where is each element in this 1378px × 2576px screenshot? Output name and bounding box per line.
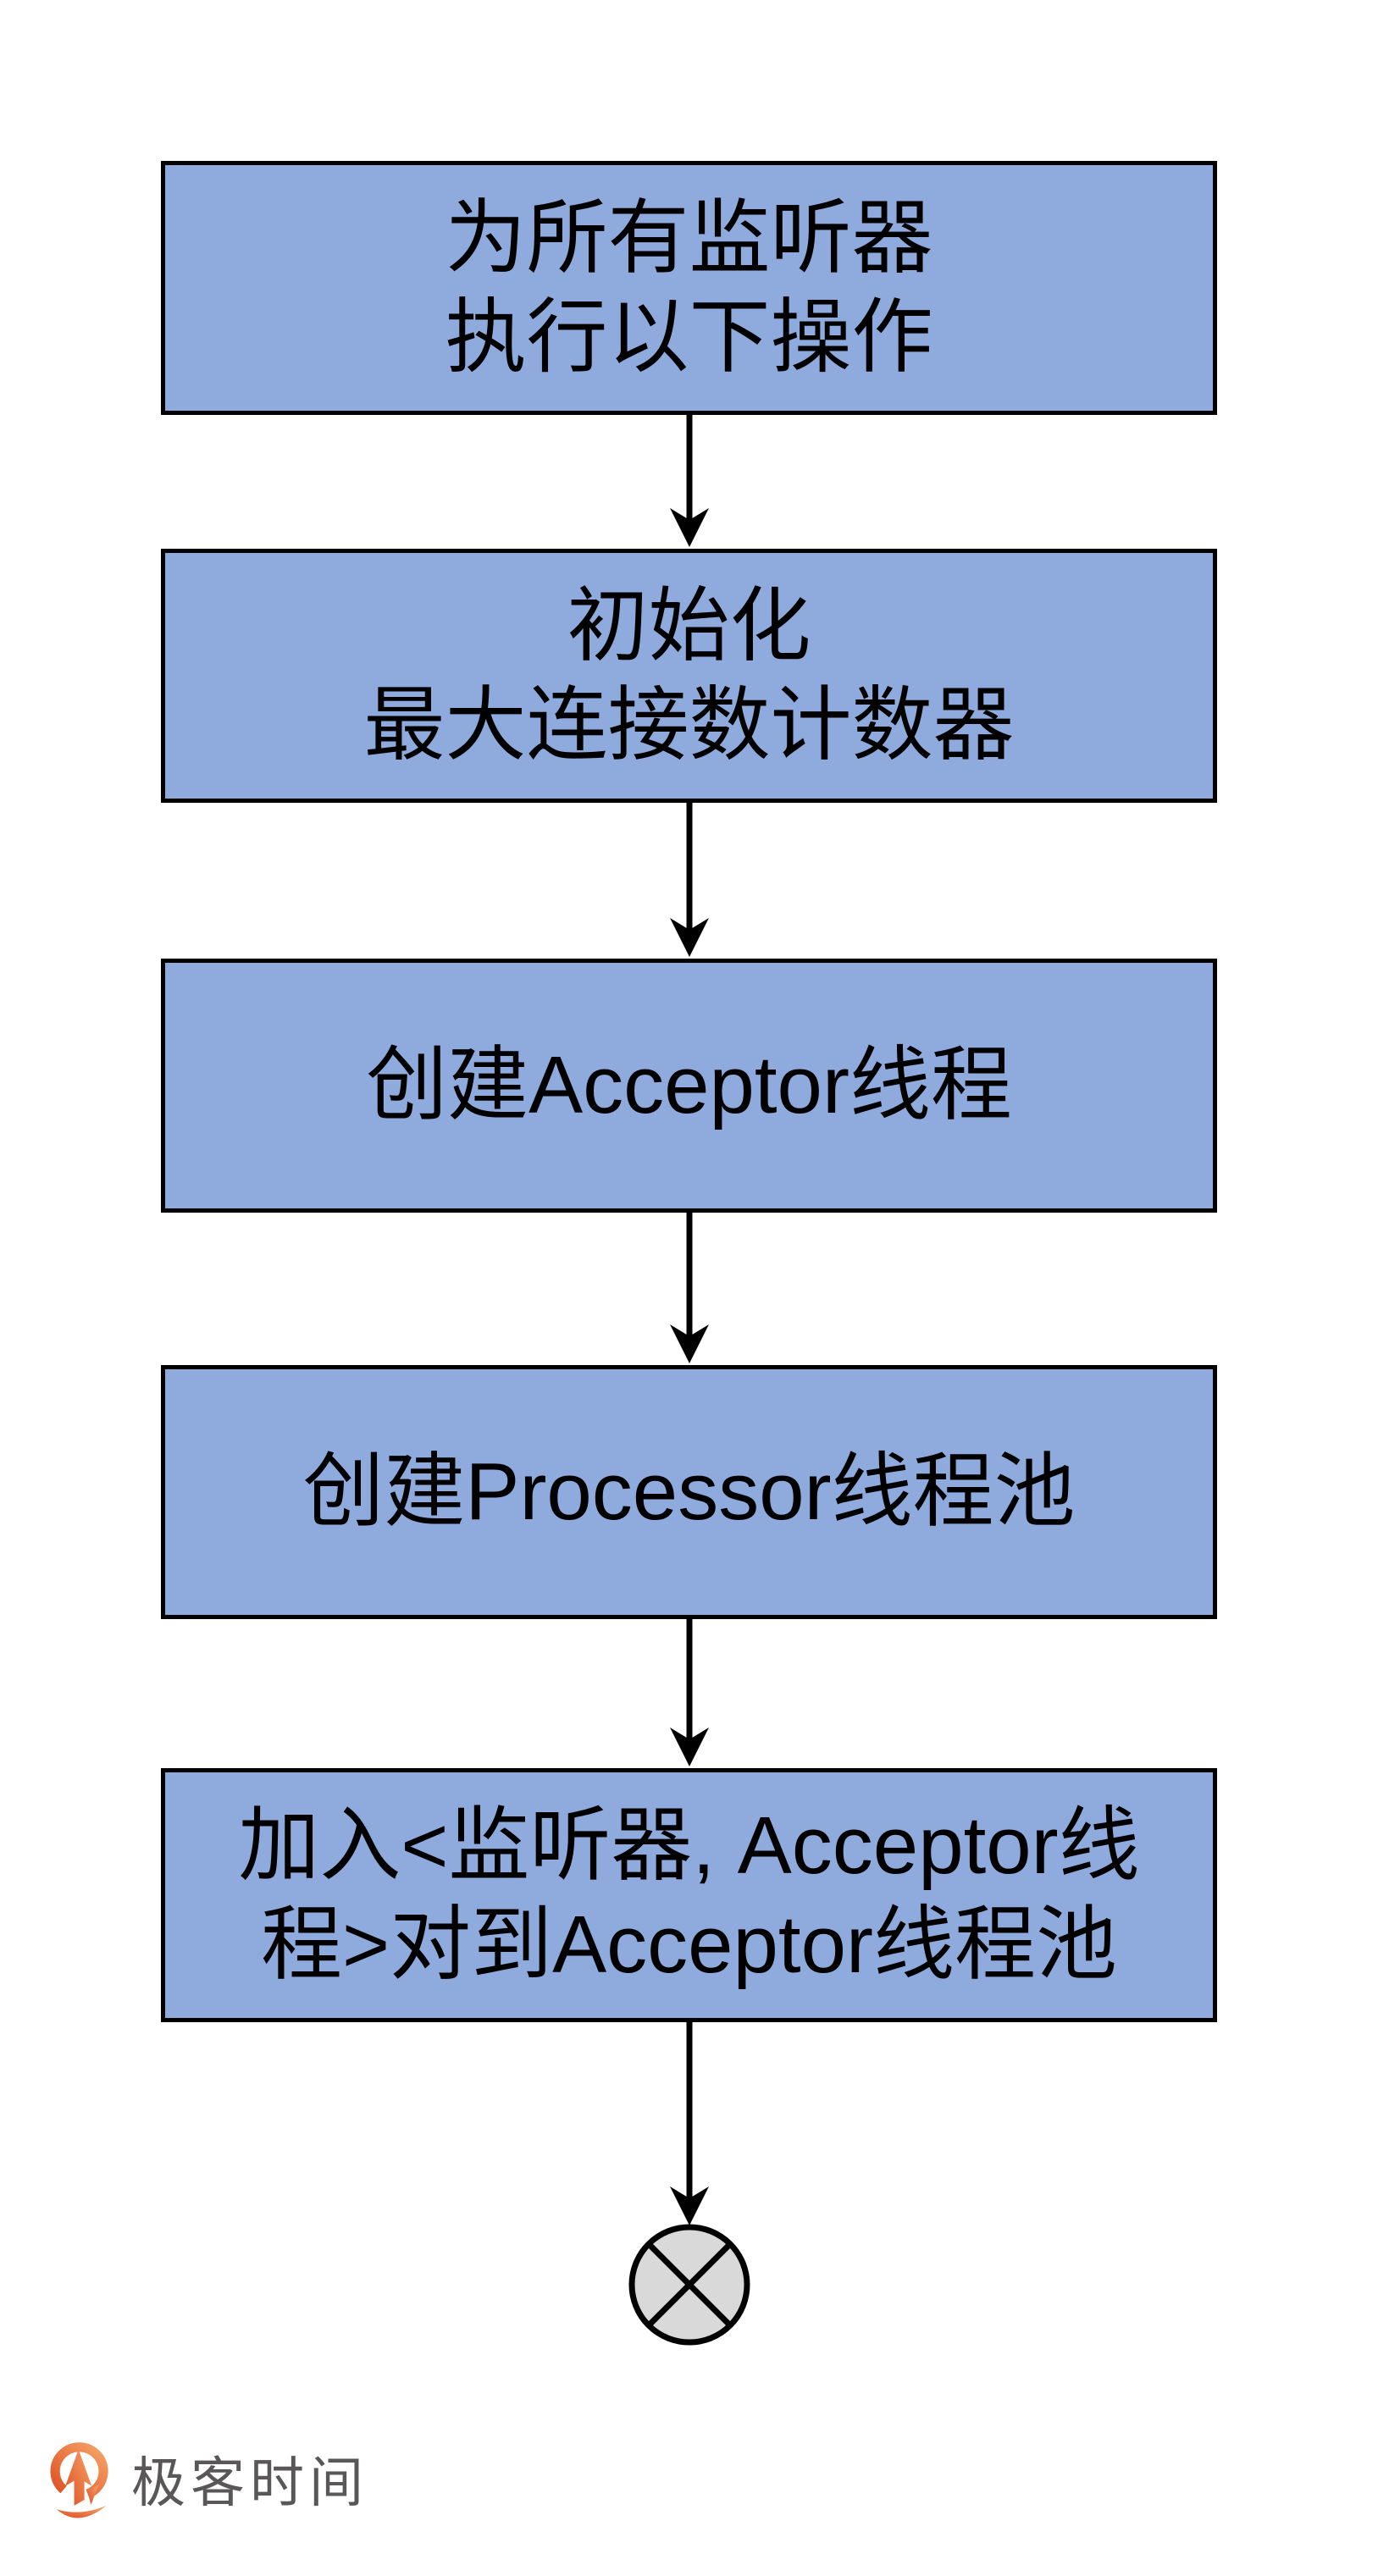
flow-step-listeners: 为所有监听器 执行以下操作	[161, 161, 1217, 415]
flow-step-create-acceptor: 创建Acceptor线程	[161, 959, 1217, 1213]
geektime-logo-icon	[50, 2442, 108, 2518]
geektime-logo-text: 极客时间	[131, 2452, 368, 2513]
geektime-logo: 极客时间	[45, 2439, 368, 2523]
logo-crescent	[56, 2505, 107, 2518]
logo-ring	[50, 2442, 108, 2501]
flow-arrow-3	[670, 1211, 709, 1363]
flow-step-init-counter: 初始化 最大连接数计数器	[161, 549, 1217, 803]
flow-arrow-1	[670, 413, 709, 547]
logo-needle	[65, 2449, 92, 2506]
end-terminator-icon	[628, 2224, 750, 2346]
flow-step-create-processor: 创建Processor线程池	[161, 1365, 1217, 1619]
flow-arrow-2	[670, 803, 709, 957]
flow-arrow-5	[670, 2020, 709, 2225]
flow-arrow-4	[670, 1616, 709, 1766]
flow-step-add-pair: 加入<监听器, Acceptor线 程>对到Acceptor线程池	[161, 1768, 1217, 2022]
logo-pin-point	[87, 2484, 99, 2506]
